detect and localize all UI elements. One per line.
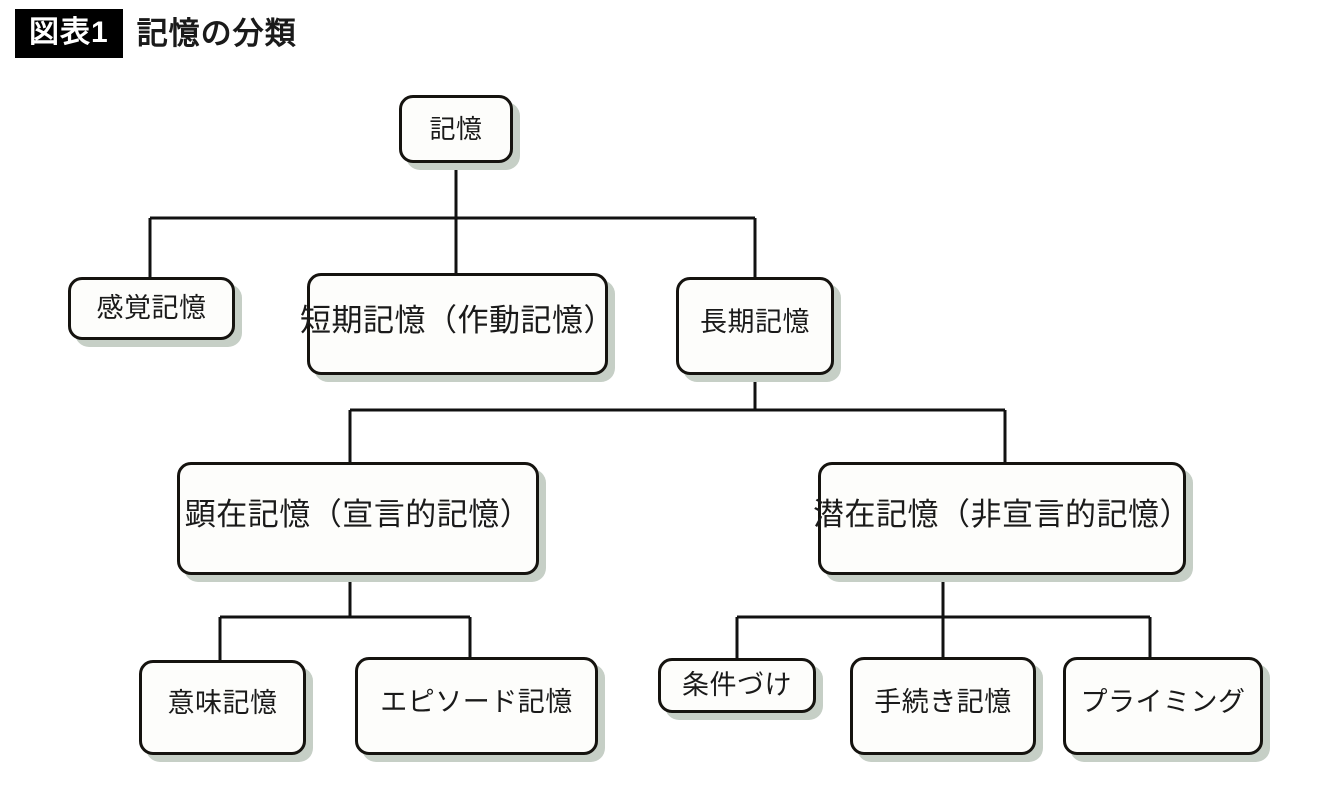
node-semantic-memory[interactable]: 意味記憶 xyxy=(139,660,306,755)
node-implicit-memory[interactable]: 潜在記憶（非宣言的記憶） xyxy=(813,462,1191,575)
node-short-term-memory-label: 短期記憶（作動記憶） xyxy=(300,302,615,338)
node-priming-label: プライミング xyxy=(1080,686,1246,717)
node-explicit-memory[interactable]: 顕在記憶（宣言的記憶） xyxy=(177,462,539,575)
figure-title-text: 記憶の分類 xyxy=(136,15,297,51)
node-episodic-memory[interactable]: エピソード記憶 xyxy=(355,657,598,755)
figure-number-badge: 図表1 xyxy=(15,8,123,58)
page-title: 図表1 記憶の分類 xyxy=(15,6,297,60)
node-sensory-memory[interactable]: 感覚記憶 xyxy=(68,277,235,340)
node-short-term-memory[interactable]: 短期記憶（作動記憶） xyxy=(300,273,615,375)
node-conditioning[interactable]: 条件づけ xyxy=(658,658,816,713)
node-implicit-memory-label: 潜在記憶（非宣言的記憶） xyxy=(813,497,1191,532)
node-episodic-memory-label: エピソード記憶 xyxy=(380,686,573,717)
node-priming[interactable]: プライミング xyxy=(1063,657,1263,755)
node-conditioning-label: 条件づけ xyxy=(682,670,792,700)
node-long-term-memory-label: 長期記憶 xyxy=(700,306,810,337)
node-memory-label: 記憶 xyxy=(429,114,483,144)
node-memory[interactable]: 記憶 xyxy=(399,95,513,163)
node-long-term-memory[interactable]: 長期記憶 xyxy=(676,277,834,375)
node-procedural-memory[interactable]: 手続き記憶 xyxy=(850,657,1036,755)
node-procedural-memory-label: 手続き記憶 xyxy=(874,686,1012,717)
node-explicit-memory-label: 顕在記憶（宣言的記憶） xyxy=(184,497,532,532)
node-semantic-memory-label: 意味記憶 xyxy=(167,688,278,718)
node-sensory-memory-label: 感覚記憶 xyxy=(96,293,207,323)
